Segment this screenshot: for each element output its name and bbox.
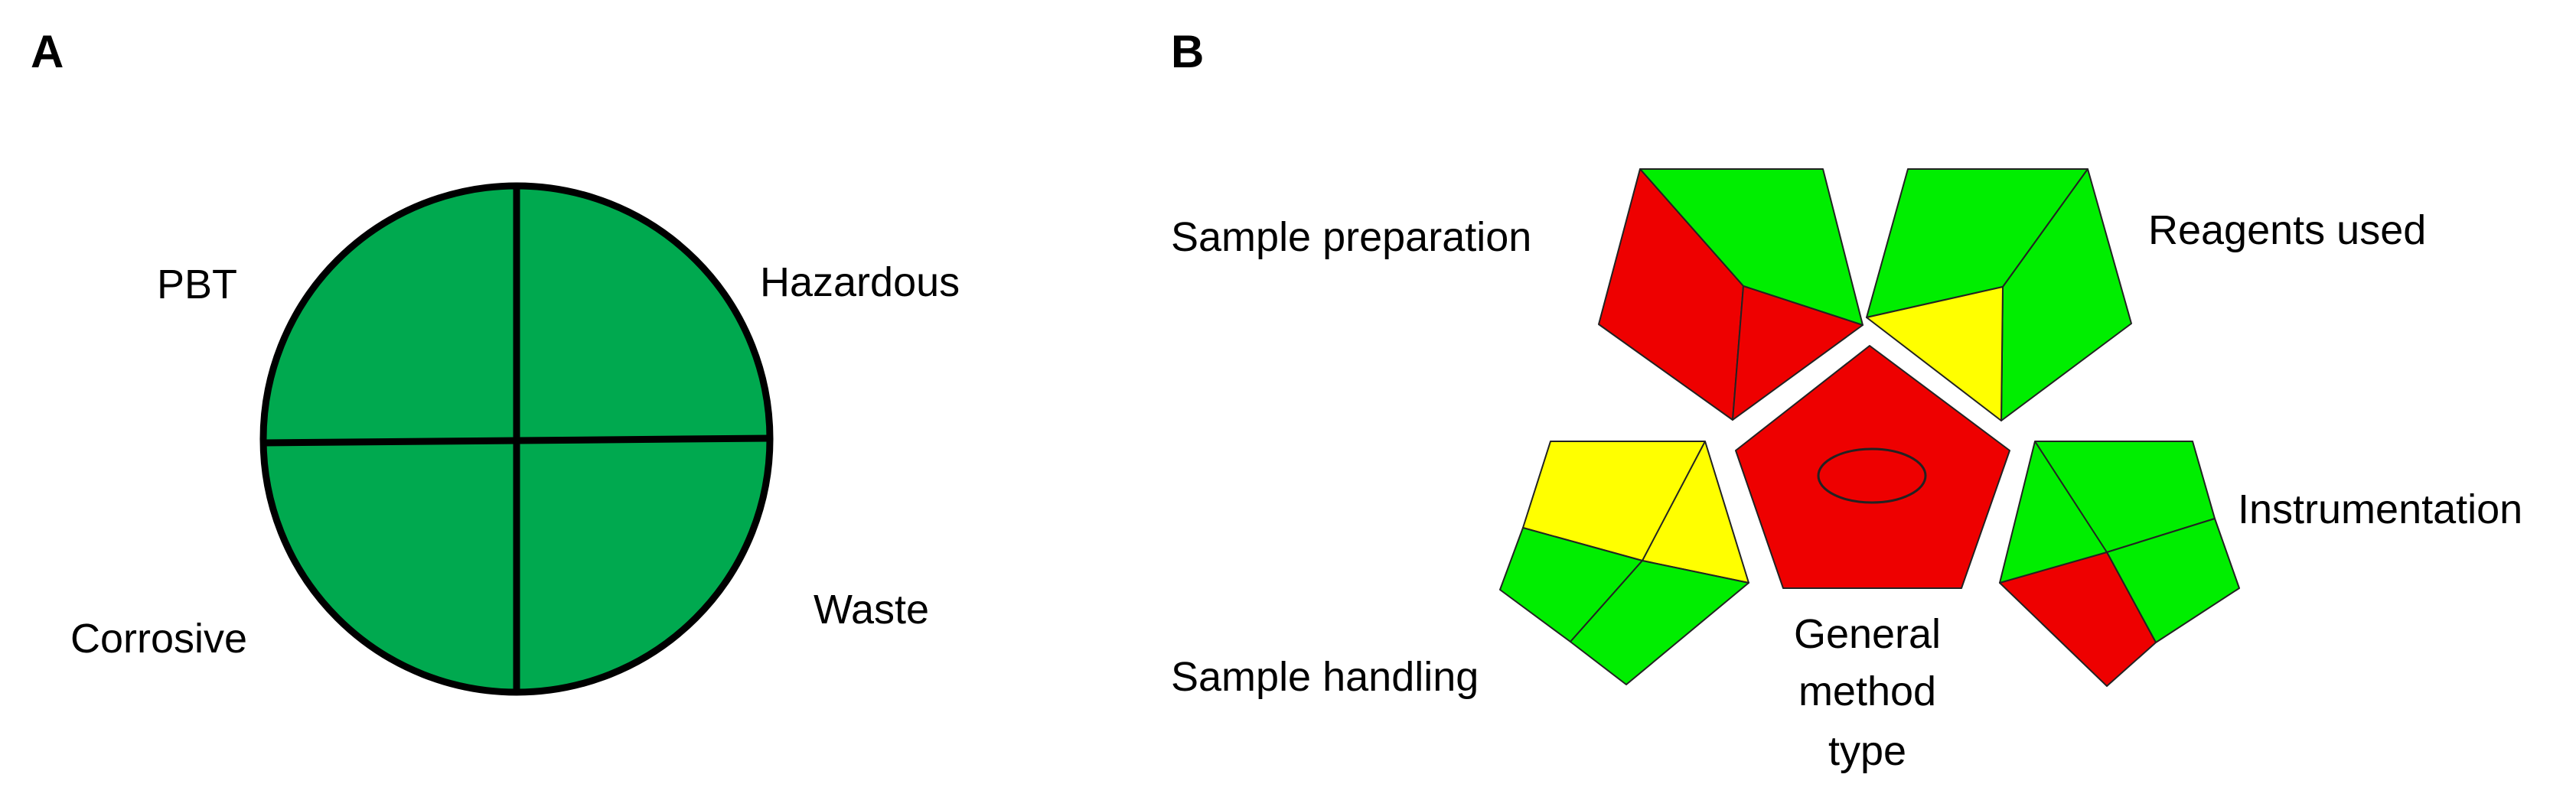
horizontal-divider [262,434,771,447]
label-sample-preparation: Sample preparation [1171,214,1531,260]
pentagon-sample-preparation [1598,168,1864,421]
panel-b: B [1171,26,2522,774]
pentagon-instrumentation [1999,441,2240,687]
panel-a-letter: A [31,26,64,77]
quadrant-pbt [263,186,517,439]
label-hazardous: Hazardous [760,259,960,305]
segment-general [1735,345,2010,589]
label-waste: Waste [814,587,929,633]
quadrant-waste [517,439,770,692]
panel-b-letter: B [1171,26,1204,77]
segment-instr-bottom [1999,551,2157,687]
segment-prep-bottom [1732,285,1864,421]
label-general-line3: type [1828,728,1906,774]
pentagon-general-method-type [1735,345,2010,589]
instr-diagonal [2034,441,2108,553]
label-sample-handling: Sample handling [1171,654,1479,700]
label-reagents-used: Reagents used [2148,207,2426,253]
segment-reagents-bottom-left [1866,286,2004,421]
label-instrumentation: Instrumentation [2238,486,2522,532]
quadrant-hazardous [517,186,770,439]
pentagon-sample-handling [1499,441,1749,685]
nemi-pictogram [259,182,774,696]
label-general-line2: method [1798,668,1936,714]
label-corrosive: Corrosive [70,616,247,662]
general-ellipse [1817,447,1927,504]
segment-handling-bottom-right [1570,560,1749,685]
pentagon-reagents-used [1866,168,2132,421]
handling-diagonal [1642,441,1706,561]
quadrant-corrosive [263,439,517,692]
panel-a: A PBT Hazardous Corrosive Waste [31,26,960,696]
label-general-line1: General [1794,611,1941,657]
label-pbt: PBT [157,262,237,307]
